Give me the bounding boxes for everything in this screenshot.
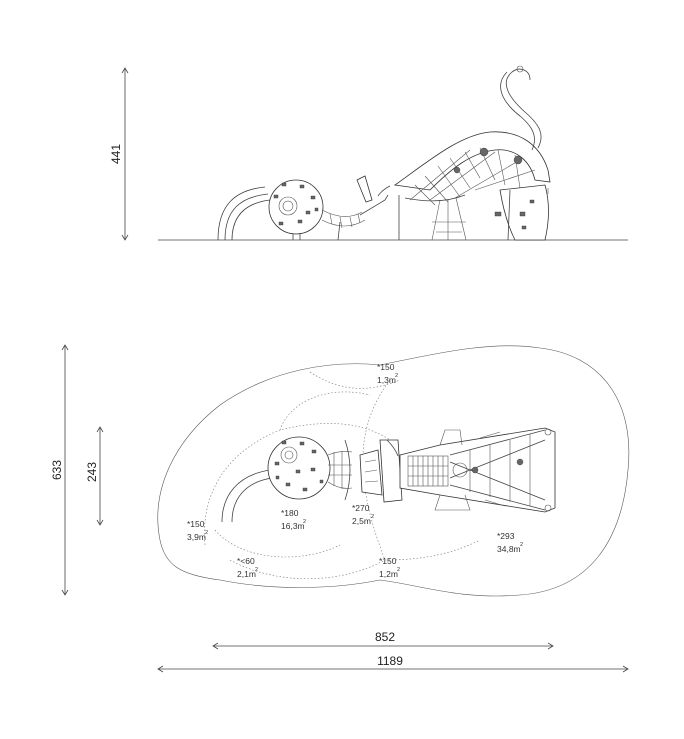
cat-body-plan [399, 427, 556, 513]
zone-area: 2,5m [352, 516, 371, 526]
zone-area: 3,9m [187, 532, 206, 542]
cat-body-elevation [393, 131, 551, 241]
platform-elevation [356, 175, 400, 240]
platform-plan [359, 439, 403, 503]
zone-area: 16,3m [281, 521, 305, 531]
zone-area-unit-exp: 2 [255, 567, 258, 573]
elevation-view: 441 [109, 65, 628, 241]
zone-height: *150 [379, 556, 397, 566]
inner-depth-dimension: 243 [85, 426, 104, 526]
inner-depth-label: 243 [85, 462, 99, 482]
zone-area-unit-exp: 2 [303, 519, 306, 525]
zone-area: 34,8m [497, 544, 521, 554]
zone-height: *<60 [237, 556, 255, 566]
net-tunnel-plan [327, 439, 353, 501]
cat-tail-elevation [500, 65, 542, 151]
zone-label-2: *150 3,9m 2 [187, 519, 208, 542]
height-dimension-label: 441 [109, 144, 123, 164]
zone-height: *293 [497, 531, 515, 541]
overall-width-label: 1189 [377, 654, 403, 668]
zone-area-unit-exp: 2 [371, 514, 374, 520]
zone-label-5: *293 34,8m 2 [497, 531, 523, 554]
sphere-climber-elevation [268, 179, 324, 240]
zone-area-unit-exp: 2 [395, 373, 398, 379]
slide-plan [221, 469, 273, 523]
overall-depth-label: 633 [50, 460, 64, 480]
inner-width-label: 852 [375, 630, 395, 644]
height-dimension: 441 [109, 67, 129, 241]
zone-label-4: *270 2,5m 2 [352, 503, 374, 526]
overall-width-dimension: 1189 [157, 654, 629, 673]
zone-height: *150 [187, 519, 205, 529]
zone-area: 1,3m [377, 375, 396, 385]
fall-zones [204, 371, 481, 579]
zone-area-unit-exp: 2 [205, 530, 208, 536]
plan-view: 633 243 852 1189 [50, 344, 630, 673]
inner-width-dimension: 852 [212, 630, 554, 650]
zone-area-unit-exp: 2 [520, 542, 523, 548]
zone-area: 2,1m [237, 569, 256, 579]
zone-label-1: *150 1,3m 2 [377, 362, 398, 385]
net-bridge-elevation [321, 209, 366, 241]
zone-area: 1,2m [379, 569, 398, 579]
safety-zone-outline [157, 345, 630, 597]
zone-label-6: *<60 2,1m 2 [237, 556, 258, 579]
zone-height: *270 [352, 503, 370, 513]
overall-depth-dimension: 633 [50, 344, 69, 596]
zone-label-3: *180 16,3m 2 [281, 508, 306, 531]
slide-poles [217, 186, 271, 241]
zone-height: *150 [377, 362, 395, 372]
zone-height: *180 [281, 508, 299, 518]
sphere-climber-plan [267, 436, 331, 500]
zone-area-unit-exp: 2 [397, 567, 400, 573]
zone-label-7: *150 1,2m 2 [379, 556, 400, 579]
